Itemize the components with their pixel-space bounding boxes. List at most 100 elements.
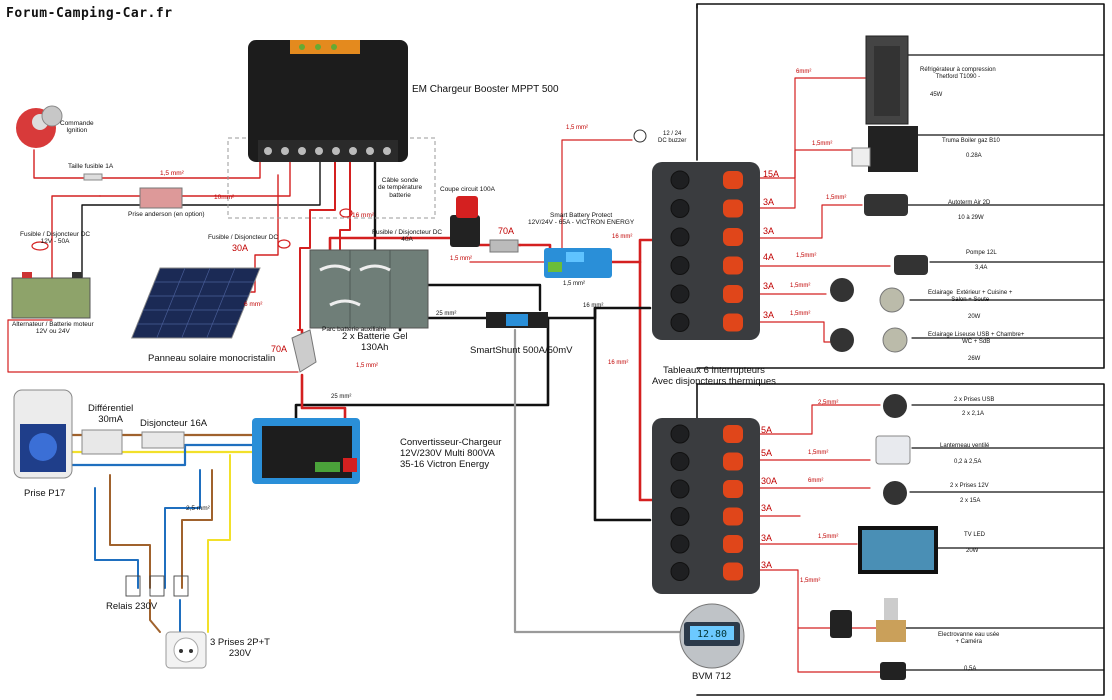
load-amp: 3A (763, 310, 775, 320)
shunt-label: SmartShunt 500A/50mV (470, 345, 573, 356)
breaker-knob[interactable] (670, 199, 690, 218)
wire-label: 1,5 mm² (566, 125, 589, 131)
vent-icon (875, 435, 911, 465)
load-amp: 3A (761, 503, 773, 513)
dc-fuse-30-label: Fusible / Disjoncteur DC (208, 234, 279, 241)
load-amp: 3A (761, 533, 773, 543)
wire-label: 1,5 mm² (563, 281, 586, 287)
tv-icon (858, 526, 938, 574)
breaker-knob[interactable] (670, 479, 690, 499)
smartshunt (486, 312, 548, 328)
breaker-knob[interactable] (670, 452, 690, 471)
rocker-switch[interactable] (723, 535, 743, 553)
load-amp: 15A (763, 169, 780, 179)
main-fuse-amp: 70A (498, 226, 515, 236)
breaker-knob[interactable] (670, 424, 690, 444)
wire-label: 25 mm² (331, 394, 352, 400)
outlets230-label: 3 Prises 2P+T 230V (210, 637, 270, 659)
load-value: 10 à 29W (958, 215, 984, 221)
bottom-load-bus (696, 383, 1105, 696)
rocker-switch[interactable] (723, 480, 743, 498)
relay-label: Relais 230V (106, 601, 158, 612)
cutoff-switch (450, 196, 480, 247)
wire-label: 1,5 mm² (450, 256, 473, 262)
12v-socket-icon (883, 481, 907, 505)
load-label: Eclairage Extérieur + Cuisine + Salon + … (928, 290, 1013, 303)
bvm-display: 12.80 (697, 629, 727, 640)
boiler-icon (851, 126, 918, 172)
fuse-1a-label: Taille fusible 1A (68, 163, 114, 170)
smart-battery-protect (544, 248, 612, 278)
breaker-knob[interactable] (670, 227, 690, 247)
breaker-knob[interactable] (670, 562, 690, 581)
alt-fuse-label: Fusible / Disjoncteur DC 12V - 50A (20, 231, 91, 246)
load-wire: 1,5mm² (818, 534, 839, 540)
rocker-switch[interactable] (723, 228, 743, 246)
wire-label: 2,5 mm² (186, 505, 210, 512)
light-ext-icon (830, 278, 905, 313)
switch-panel-top (652, 162, 760, 340)
wire-label: 16 mm² (352, 212, 375, 219)
rocker-switch[interactable] (723, 256, 743, 275)
load-label: Eclairage Liseuse USB + Chambre+ WC + Sd… (928, 332, 1025, 345)
load-wire: 1,5mm² (800, 578, 821, 584)
load-wire: 1,5mm² (790, 283, 811, 289)
wire-label: 1,5 mm² (160, 170, 184, 177)
usb-socket-icon (883, 394, 907, 418)
load-value: 2 x 2,1A (962, 411, 985, 417)
rcd-label: Différentiel 30mA (88, 403, 134, 425)
rocker-switch[interactable] (723, 425, 743, 443)
load-value: 20W (968, 314, 981, 320)
load-wire: 6mm² (796, 69, 812, 75)
load-amp: 4A (763, 252, 775, 262)
rocker-switch[interactable] (723, 285, 743, 303)
load-wire: 1,5mm² (790, 311, 811, 317)
rocker-switch[interactable] (723, 313, 743, 332)
booster-device (227, 40, 436, 219)
sbp-label: Smart Battery Protect 12V/24V - 65A - VI… (528, 212, 635, 227)
ignition-key (16, 105, 63, 148)
dc-fuse-40-label: Fusible / Disjoncteur DC 40A (372, 229, 443, 244)
breaker-knob[interactable] (670, 170, 690, 190)
anderson-label: Prise anderson (en option) (128, 211, 205, 218)
load-value: 26W (968, 356, 981, 362)
load-amp: 3A (763, 226, 775, 236)
load-value: 0.28A (966, 153, 982, 159)
wire-label: 6 mm² (244, 301, 263, 308)
wire-label: 16 mm² (608, 360, 629, 366)
fuse-70b-amp: 70A (271, 344, 288, 354)
load-amp: 3A (763, 281, 775, 291)
load-value: 2 x 15A (960, 498, 981, 504)
load-value: 3,4A (975, 265, 988, 271)
inverter-label: Convertisseur-Chargeur 12V/230V Multi 80… (400, 437, 502, 470)
rocker-switch[interactable] (723, 507, 743, 526)
breaker16-label: Disjoncteur 16A (140, 418, 208, 429)
breaker-knob[interactable] (670, 507, 690, 526)
load-wire: 1,5mm² (808, 450, 829, 456)
watermark: Forum-Camping-Car.fr (6, 6, 173, 21)
load-wire: 1,5mm² (796, 253, 817, 259)
p17-label: Prise P17 (24, 488, 66, 499)
load-label: Truma Boiler gaz B10 (942, 138, 1000, 144)
breaker-knob[interactable] (670, 284, 690, 304)
battery-bank (309, 249, 429, 329)
breaker-knob[interactable] (670, 534, 690, 554)
load-label: Pompe 12L (966, 250, 997, 256)
breaker-knob[interactable] (670, 313, 690, 332)
wire-label: 1,5 mm² (356, 363, 379, 369)
load-label: Lanterneau ventilé (940, 443, 990, 449)
rocker-switch[interactable] (723, 452, 743, 471)
load-label: Electrovanne eau usée + Caméra (938, 632, 1000, 645)
bvm-device: 12.80 (679, 603, 745, 669)
pump-icon (894, 255, 928, 275)
wire-label: 16 mm² (583, 303, 604, 309)
rocker-switch[interactable] (723, 562, 743, 581)
booster-title: EM Chargeur Booster MPPT 500 (412, 84, 559, 95)
camera-icon (880, 662, 906, 680)
rocker-switch[interactable] (723, 199, 743, 218)
breaker-knob[interactable] (670, 256, 690, 275)
inverter-device (252, 418, 360, 484)
temp-sensor-label: Câble sonde de température batterie (378, 177, 423, 199)
rocker-switch[interactable] (723, 171, 743, 189)
load-value: 20W (966, 548, 979, 554)
